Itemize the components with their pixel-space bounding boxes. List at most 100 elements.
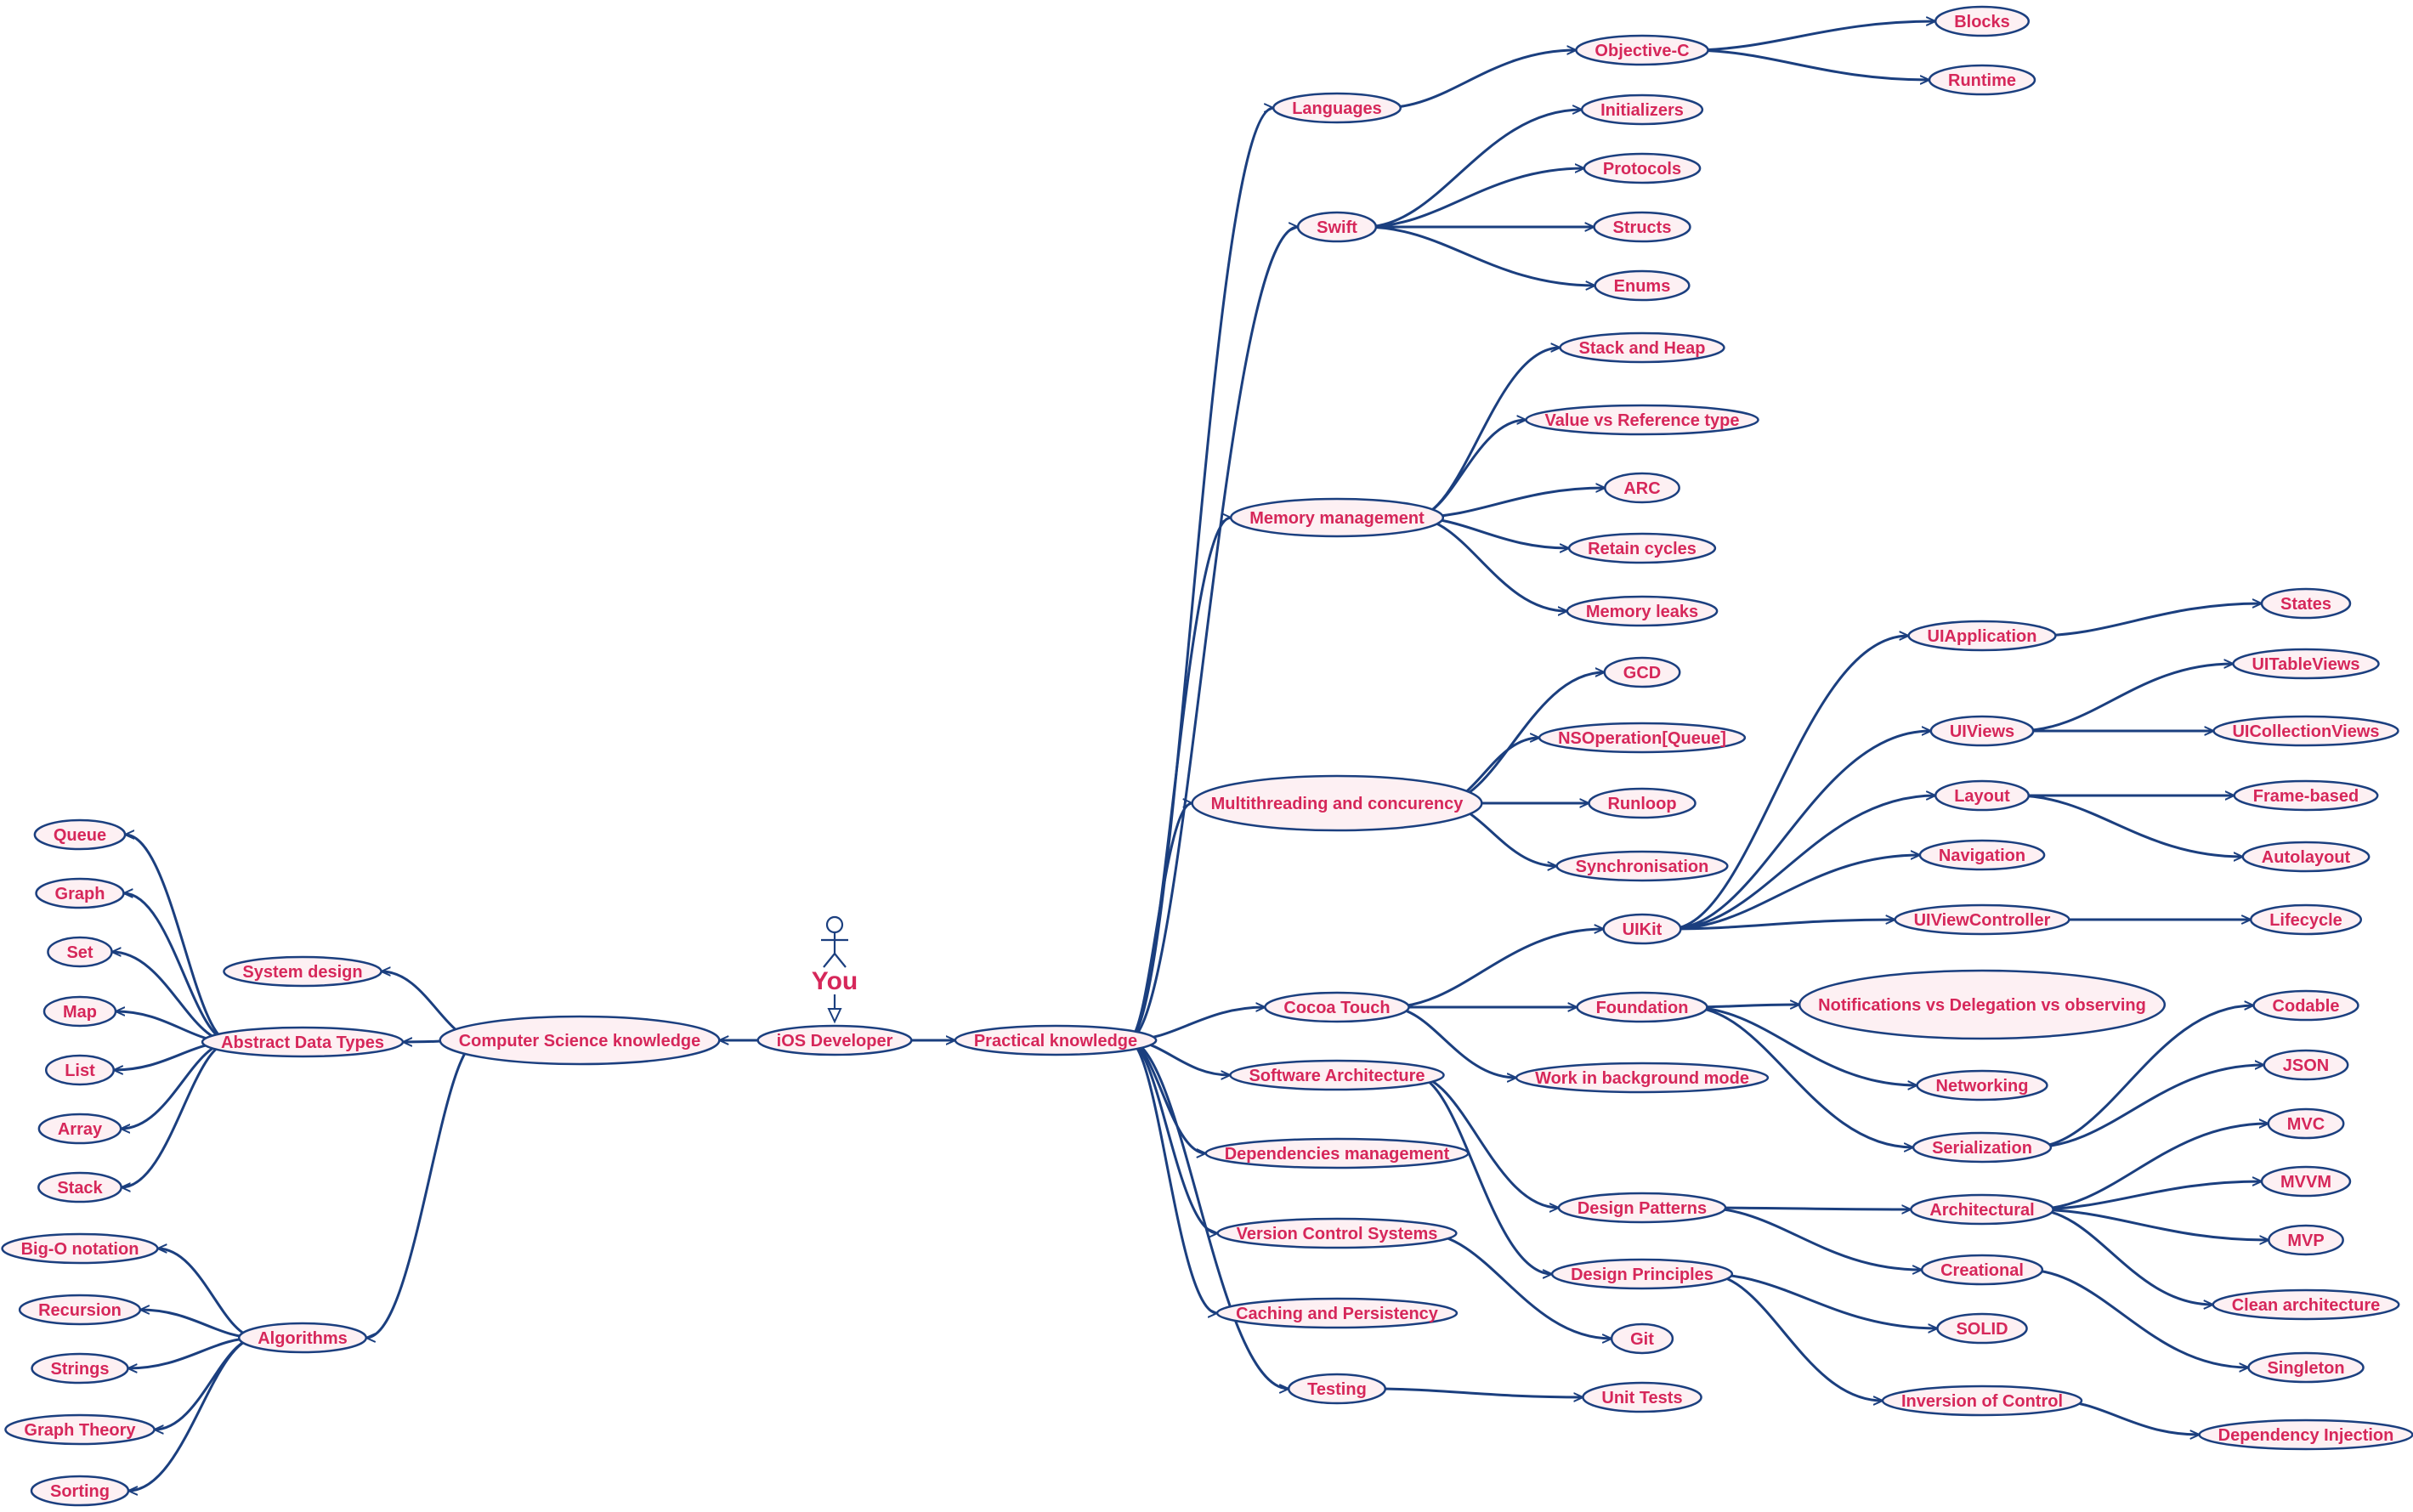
node-runloop: Runloop	[1588, 787, 1696, 819]
node-shape	[1229, 1059, 1445, 1091]
node-label: Dependency Injection	[2218, 1426, 2394, 1445]
node-cocoa: Cocoa Touch	[1264, 991, 1410, 1023]
edge-architectural-mvc	[2033, 1124, 2269, 1211]
edge-uikit-uiapp	[1669, 636, 1909, 931]
node-shape	[1550, 1258, 1734, 1290]
node-gcd: GCD	[1603, 656, 1681, 688]
node-shape	[2249, 903, 2363, 936]
node-label: Networking	[1936, 1077, 2029, 1096]
node-label: Recursion	[38, 1301, 122, 1320]
node-label: Singleton	[2267, 1359, 2344, 1378]
node-nsop: NSOperation[Queue]	[1538, 722, 1747, 754]
node-list: List	[44, 1054, 116, 1086]
node-architectural: Architectural	[1910, 1193, 2054, 1226]
node-shape	[1603, 656, 1681, 688]
node-shape	[1583, 152, 1702, 184]
node-designprinciples: Design Principles	[1550, 1258, 1734, 1290]
node-shape	[223, 955, 382, 988]
edge-adt-queue	[125, 835, 231, 1044]
node-shape	[2247, 1351, 2365, 1384]
node-enums: Enums	[1594, 269, 1691, 302]
node-swift: Swift	[1296, 211, 1378, 243]
node-shape	[1, 1232, 159, 1265]
node-shape	[2198, 1419, 2413, 1451]
actor-you: You	[812, 915, 858, 1024]
node-label: UICollectionViews	[2232, 722, 2379, 741]
edge-testing-unittests	[1371, 1387, 1583, 1397]
node-label: Design Patterns	[1578, 1199, 1707, 1218]
node-label: Structs	[1613, 218, 1672, 237]
edge-adt-set	[112, 952, 231, 1044]
node-label: ARC	[1623, 479, 1660, 498]
node-graphtheory: Graph Theory	[4, 1413, 156, 1446]
node-label: Stack	[57, 1179, 103, 1198]
node-ioc: Inversion of Control	[1881, 1385, 2083, 1417]
node-shape	[1588, 787, 1696, 819]
node-shape	[4, 1413, 156, 1446]
edge-practical-swift	[1127, 227, 1298, 1042]
edge-uiapp-states	[2035, 603, 2262, 637]
node-shape	[1272, 92, 1402, 124]
node-shape	[1604, 472, 1680, 504]
node-shape	[1907, 620, 2057, 652]
node-uiapp: UIApplication	[1907, 620, 2057, 652]
node-label: Graph Theory	[24, 1421, 136, 1440]
node-states: States	[2260, 587, 2352, 620]
node-uiviews: UIViews	[1929, 715, 2035, 747]
node-label: Multithreading and concurency	[1211, 795, 1464, 813]
node-label: Dependencies management	[1225, 1145, 1450, 1164]
edge-uikit-navigation	[1669, 855, 1920, 931]
node-solid: SOLID	[1936, 1312, 2028, 1345]
node-shape	[47, 936, 113, 968]
node-label: Sorting	[50, 1482, 110, 1501]
node-stackheap: Stack and Heap	[1559, 331, 1725, 364]
node-strings: Strings	[31, 1352, 129, 1385]
node-label: Layout	[1954, 787, 2010, 806]
node-label: Version Control Systems	[1237, 1225, 1438, 1243]
node-mvc: MVC	[2267, 1107, 2345, 1140]
node-label: Runloop	[1607, 795, 1676, 813]
node-cs: Computer Science knowledge	[439, 1015, 721, 1066]
edge-serialization-codable	[2031, 1005, 2253, 1149]
node-shape	[1602, 913, 1682, 945]
node-label: Queue	[54, 826, 106, 845]
node-shape	[1894, 903, 2070, 936]
node-framebased: Frame-based	[2233, 779, 2379, 812]
node-label: Clean architecture	[2232, 1296, 2381, 1315]
actor-link-arrow-icon	[827, 1008, 842, 1024]
node-label: Software Architecture	[1249, 1067, 1425, 1085]
node-mvp: MVP	[2268, 1224, 2344, 1256]
node-shape	[237, 1322, 368, 1354]
node-label: Runtime	[1948, 71, 2016, 90]
node-label: UITableViews	[2252, 655, 2359, 674]
node-label: Computer Science knowledge	[459, 1032, 701, 1050]
node-label: Memory leaks	[1586, 603, 1698, 621]
node-shape	[44, 1054, 116, 1086]
actor-head-icon	[825, 915, 844, 934]
node-structs: Structs	[1593, 211, 1691, 243]
node-label: Protocols	[1603, 160, 1681, 178]
edge-practical-testing	[1127, 1039, 1289, 1389]
node-shape	[1559, 331, 1725, 364]
node-singleton: Singleton	[2247, 1351, 2365, 1384]
node-multithreading: Multithreading and concurency	[1191, 774, 1483, 832]
node-label: Architectural	[1929, 1201, 2034, 1220]
node-bigo: Big-O notation	[1, 1232, 159, 1265]
node-shape	[1580, 93, 1704, 126]
node-label: Testing	[1307, 1380, 1367, 1399]
node-shape	[2212, 715, 2399, 747]
node-retain: Retain cycles	[1567, 532, 1717, 564]
edge-memory-arc	[1413, 488, 1605, 519]
node-shape	[42, 995, 117, 1028]
edge-uiviews-uitable	[2019, 664, 2233, 733]
node-shape	[1229, 497, 1445, 538]
edge-algorithms-graphtheory	[155, 1336, 258, 1430]
node-shape	[1910, 1193, 2054, 1226]
actor-label: You	[812, 967, 858, 995]
node-label: Notifications vs Delegation vs observing	[1818, 996, 2146, 1015]
edge-memory-leaks	[1413, 516, 1567, 611]
node-label: Graph	[55, 885, 105, 903]
node-unittests: Unit Tests	[1582, 1381, 1702, 1413]
node-label: Synchronisation	[1576, 858, 1709, 876]
node-json: JSON	[2263, 1049, 2349, 1081]
